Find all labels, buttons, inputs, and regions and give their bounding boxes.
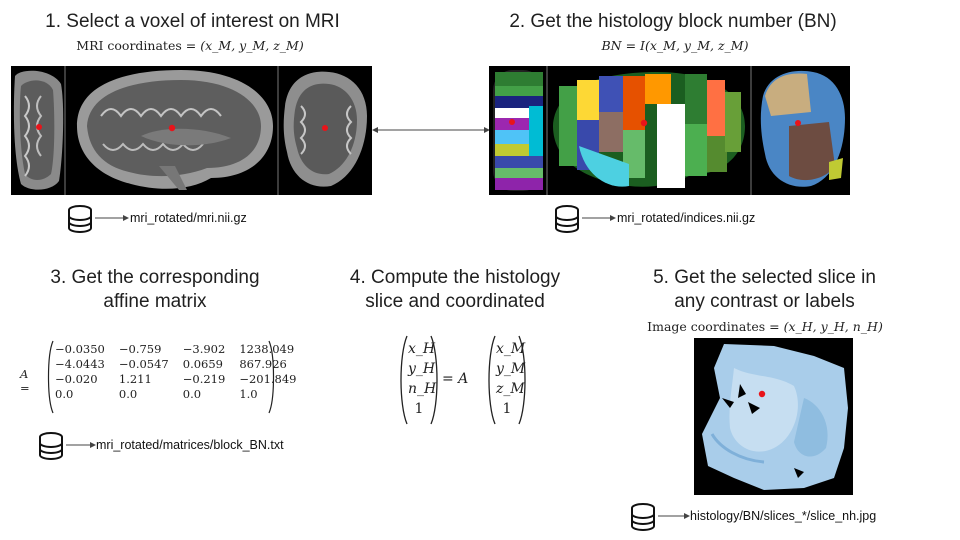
rhs-vector: x_M y_M z_M 1: [496, 339, 526, 419]
lhs-entry: x_H: [408, 341, 436, 357]
matrix-row: −4.0443 −0.0547 0.0659 867.926: [48, 357, 304, 372]
lhs-entry: 1: [414, 401, 424, 417]
step-3-title: 3. Get the corresponding affine matrix: [10, 266, 300, 314]
equation-operator: = A: [442, 371, 469, 387]
voxel-marker: [795, 120, 801, 126]
matrix-cell: −0.020: [55, 372, 98, 386]
matrix-table: −0.0350 −0.759 −3.902 1238.049 −4.0443 −…: [48, 342, 304, 402]
matrix-cell: −4.0443: [55, 357, 105, 371]
database-icon: [631, 503, 655, 531]
mri-coronal-view: [13, 70, 64, 190]
matrix-row: −0.0350 −0.759 −3.902 1238.049: [48, 342, 304, 357]
indices-axial-view: [760, 70, 845, 187]
database-icon: [68, 205, 92, 233]
histology-equation: x_H y_H n_H 1 = A x_M y_M z_M 1: [398, 335, 538, 425]
bn-label: BN: [601, 38, 622, 53]
step-4-title: 4. Compute the histology slice and coord…: [310, 266, 600, 314]
matrix-cell: 0.0: [118, 387, 138, 401]
matrix-cell: 1.211: [118, 372, 152, 386]
matrix-cell: 867.926: [239, 357, 287, 371]
voxel-marker: [758, 390, 766, 398]
matrix-file-icon[interactable]: [37, 431, 65, 461]
rhs-entry: x_M: [496, 341, 526, 357]
mri-file-arrow: [95, 215, 129, 221]
image-coordinates-vars: = (x_H, y_H, n_H): [769, 319, 883, 334]
rhs-left-paren: [488, 335, 496, 425]
rhs-entry: 1: [502, 401, 512, 417]
voxel-marker: [36, 124, 42, 130]
matrix-cell: −0.0547: [118, 357, 169, 371]
slice-file-icon[interactable]: [629, 502, 657, 532]
step-3-title-line1: 3. Get the corresponding: [50, 267, 260, 288]
rhs-entry: z_M: [496, 381, 525, 397]
matrix-cell: −201.849: [239, 372, 297, 386]
step-1-title: 1. Select a voxel of interest on MRI: [45, 11, 340, 32]
database-icon: [39, 432, 63, 460]
rhs-right-paren: [518, 335, 526, 425]
bn-expression: = I(x_M, y_M, z_M): [625, 38, 749, 53]
indices-file-path[interactable]: mri_rotated/indices.nii.gz: [617, 211, 756, 225]
matrix-cell: −0.219: [182, 372, 226, 386]
matrix-right-paren: [268, 340, 275, 414]
matrix-cell: −3.902: [182, 342, 226, 356]
matrix-cell: 1.0: [239, 387, 258, 401]
step-2-title: 2. Get the histology block number (BN): [509, 11, 837, 32]
mri-to-indices-arrow: [372, 127, 490, 133]
step-5-title-line1: 5. Get the selected slice in: [653, 267, 876, 288]
histology-slice-image: [702, 344, 848, 490]
image-coordinates-formula: Image coordinates = (x_H, y_H, n_H): [620, 319, 910, 334]
matrix-symbol: A =: [20, 367, 30, 395]
image-coordinates-label: Image coordinates: [647, 319, 766, 334]
voxel-marker: [509, 119, 515, 125]
matrix-cell: 0.0: [182, 387, 202, 401]
mri-views-panel[interactable]: [11, 66, 372, 195]
voxel-marker: [640, 119, 648, 127]
voxel-marker: [322, 125, 328, 131]
matrix-left-paren: [47, 340, 54, 414]
step-4-title-line1: 4. Compute the histology: [349, 267, 561, 288]
bn-formula: BN = I(x_M, y_M, z_M): [525, 38, 825, 53]
matrix-cell: 0.0: [55, 387, 74, 401]
mri-coordinates-label: MRI coordinates: [76, 38, 182, 53]
lhs-vector: x_H y_H n_H 1: [408, 339, 437, 419]
voxel-marker: [168, 124, 176, 132]
lhs-entry: y_H: [408, 361, 436, 377]
matrix-row: 0.0 0.0 0.0 1.0: [48, 387, 304, 402]
mri-coordinates-vars: = (x_M, y_M, z_M): [185, 38, 304, 53]
indices-file-arrow: [582, 215, 616, 221]
mri-views-image: [13, 66, 367, 195]
matrix-cell: −0.759: [118, 342, 162, 356]
mri-coordinates-formula: MRI coordinates = (x_M, y_M, z_M): [40, 38, 340, 53]
matrix-cell: 1238.049: [239, 342, 295, 356]
mri-axial-view: [283, 71, 367, 187]
slice-file-arrow: [658, 513, 690, 519]
indices-coronal-view: [493, 70, 543, 191]
matrix-row: −0.020 1.211 −0.219 −201.849: [48, 372, 304, 387]
matrix-cell: −0.0350: [55, 342, 105, 356]
step-4-title-line2: slice and coordinated: [365, 291, 545, 312]
step-5-title-line2: any contrast or labels: [674, 291, 855, 312]
step-5-title: 5. Get the selected slice in any contras…: [622, 266, 907, 314]
histology-slice-panel[interactable]: [694, 338, 853, 495]
slice-file-path[interactable]: histology/BN/slices_*/slice_nh.jpg: [690, 509, 877, 523]
database-icon: [555, 205, 579, 233]
mri-sagittal-view: [77, 70, 273, 190]
rhs-entry: y_M: [496, 361, 526, 377]
mri-file-path[interactable]: mri_rotated/mri.nii.gz: [130, 211, 247, 225]
indices-file-icon[interactable]: [553, 204, 581, 234]
indices-sagittal-view: [553, 72, 745, 188]
lhs-entry: n_H: [408, 381, 437, 397]
matrix-file-path[interactable]: mri_rotated/matrices/block_BN.txt: [96, 438, 284, 452]
lhs-right-paren: [430, 335, 438, 425]
matrix-file-arrow: [66, 442, 96, 448]
step-3-title-line2: affine matrix: [103, 291, 207, 312]
matrix-cell: 0.0659: [182, 357, 223, 371]
mri-file-icon[interactable]: [66, 204, 94, 234]
block-indices-panel[interactable]: [489, 66, 850, 195]
block-indices-image: [493, 66, 845, 195]
lhs-left-paren: [400, 335, 408, 425]
